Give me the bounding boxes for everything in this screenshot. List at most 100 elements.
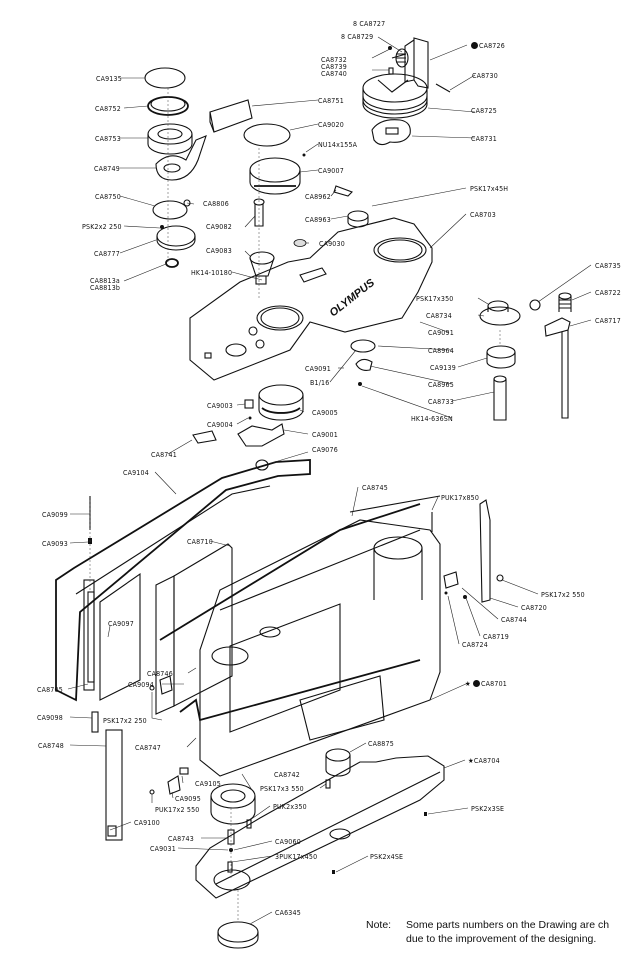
part-label: CA9005 — [312, 409, 338, 417]
disc-ca8777 — [156, 225, 196, 251]
screw-hk14-636sn — [358, 382, 362, 386]
pad-ca8741 — [192, 430, 217, 444]
part-label: NU14x155A — [318, 141, 358, 149]
part-label: CA9104 — [123, 469, 149, 477]
screw-psk17x2-550 — [496, 574, 504, 582]
nut-nu14 — [302, 153, 306, 157]
knob-ca9003 — [244, 399, 254, 409]
star-marker-icon: ★ — [468, 757, 474, 765]
part-label: CA8753 — [95, 135, 121, 143]
clip-ca8813 — [165, 258, 179, 268]
screw-psk2x3se — [424, 812, 427, 816]
part-label: CA9100 — [134, 819, 160, 827]
part-label: PSK17x350 — [416, 295, 454, 303]
rewind-fork-ca8734 — [479, 300, 521, 326]
lever-ca8717 — [544, 317, 571, 419]
part-label: CA8730 — [472, 72, 498, 80]
part-label: CA8875 — [368, 740, 394, 748]
part-label: CA9105 — [195, 780, 221, 788]
replaced-part-marker-icon — [471, 42, 478, 49]
hinge-plate-ca8720 — [479, 499, 491, 603]
part-label: PUK17x2 550 — [155, 806, 200, 814]
part-label: HK14-10180 — [191, 269, 233, 277]
collar-ca8963 — [347, 210, 369, 228]
part-label: CA8750 — [95, 193, 121, 201]
part-label: CA8720 — [521, 604, 547, 612]
part-label: CA9003 — [207, 402, 233, 410]
part-label: CA8740 — [321, 70, 347, 78]
part-label: PSK2x2 250 — [82, 223, 122, 231]
part-label: PSK2x3SE — [471, 805, 505, 813]
cone-ca9083 — [249, 251, 275, 285]
latch-ca9094 — [159, 675, 173, 695]
part-label: CA8719 — [483, 633, 509, 641]
pad-ca9100 — [107, 825, 117, 837]
strip-ca8748 — [105, 729, 123, 841]
part-label-text: CA8704 — [473, 757, 500, 765]
part-label: PSK17x2 550 — [541, 591, 585, 599]
latch-ca8744 — [443, 571, 459, 589]
part-label: PSK17x45H — [470, 185, 509, 193]
plate-ca8965 — [355, 358, 373, 371]
boss-ca8875 — [325, 748, 351, 777]
brand-logo: OLYMPUS — [327, 277, 377, 320]
part-label: CA9007 — [318, 167, 344, 175]
part-label: CA8744 — [501, 616, 527, 624]
part-label: CA9091 — [428, 329, 454, 337]
strap-rail-ca8746 — [159, 503, 421, 641]
dial-ca9007 — [249, 157, 301, 195]
part-label: CA8748 — [38, 742, 64, 750]
part-label: CA8741 — [151, 451, 177, 459]
part-label: PSK17x2 250 — [103, 717, 147, 725]
part-label: CA9076 — [312, 446, 338, 454]
part-label: CA8962 — [305, 193, 331, 201]
part-label: CA9099 — [42, 511, 68, 519]
part-label: CA9093 — [42, 540, 68, 548]
part-label: CA9020 — [318, 121, 344, 129]
part-label: ★ CA8701 — [465, 680, 507, 688]
pin-ca9098 — [91, 711, 99, 733]
shaft-ca8733 — [493, 375, 507, 421]
part-label: CA9083 — [206, 247, 232, 255]
replaced-part-marker-icon — [473, 680, 481, 687]
part-label: CA8964 — [428, 347, 454, 355]
part-label: 8 CA8729 — [341, 33, 374, 41]
part-label: CA9097 — [108, 620, 134, 628]
clip-ca9105 — [179, 767, 189, 775]
cog-ca9005 — [258, 384, 304, 421]
part-label: CA8725 — [471, 107, 497, 115]
part-label: CA9082 — [206, 223, 232, 231]
screw-ca8732 — [388, 67, 394, 75]
part-label: CA6345 — [275, 909, 301, 917]
part-label: CA9091 — [305, 365, 331, 373]
ring-ca8735 — [529, 299, 541, 311]
latch-ca9095 — [167, 775, 181, 795]
part-label: CA8726 — [471, 42, 505, 50]
bottom-cover-ca8704 — [195, 755, 445, 899]
washer-ca9030 — [293, 239, 307, 247]
part-label: CA8724 — [462, 641, 488, 649]
part-label: CA9001 — [312, 431, 338, 439]
note-line-2: due to the improvement of the designing. — [406, 933, 597, 945]
screw-psk17x2-250 — [149, 685, 155, 691]
part-label: CA8752 — [95, 105, 121, 113]
spring-ca8722 — [558, 292, 572, 312]
part-label: CA9139 — [430, 364, 456, 372]
bar-ca8745 — [349, 495, 441, 513]
part-label: CA8722 — [595, 289, 621, 297]
part-label: CA8703 — [470, 211, 496, 219]
screw-3puk17x450 — [227, 861, 233, 873]
disc-ca8750 — [152, 200, 188, 220]
screw-puk17x2-550 — [149, 789, 155, 795]
part-label: CA8742 — [274, 771, 300, 779]
screw-ca9004 — [248, 416, 252, 420]
advance-ca8742 — [210, 783, 256, 825]
hinge-ca8705 — [87, 591, 95, 683]
part-label: CA8732 — [321, 56, 347, 64]
wedge-ca8751 — [209, 99, 253, 133]
plate-ca9001 — [237, 423, 285, 447]
collar-ca9139 — [486, 345, 516, 369]
part-label: CA8806 — [203, 200, 229, 208]
part-label: 3PUK17x450 — [275, 853, 318, 861]
part-label: HK14-636SN — [411, 415, 453, 423]
